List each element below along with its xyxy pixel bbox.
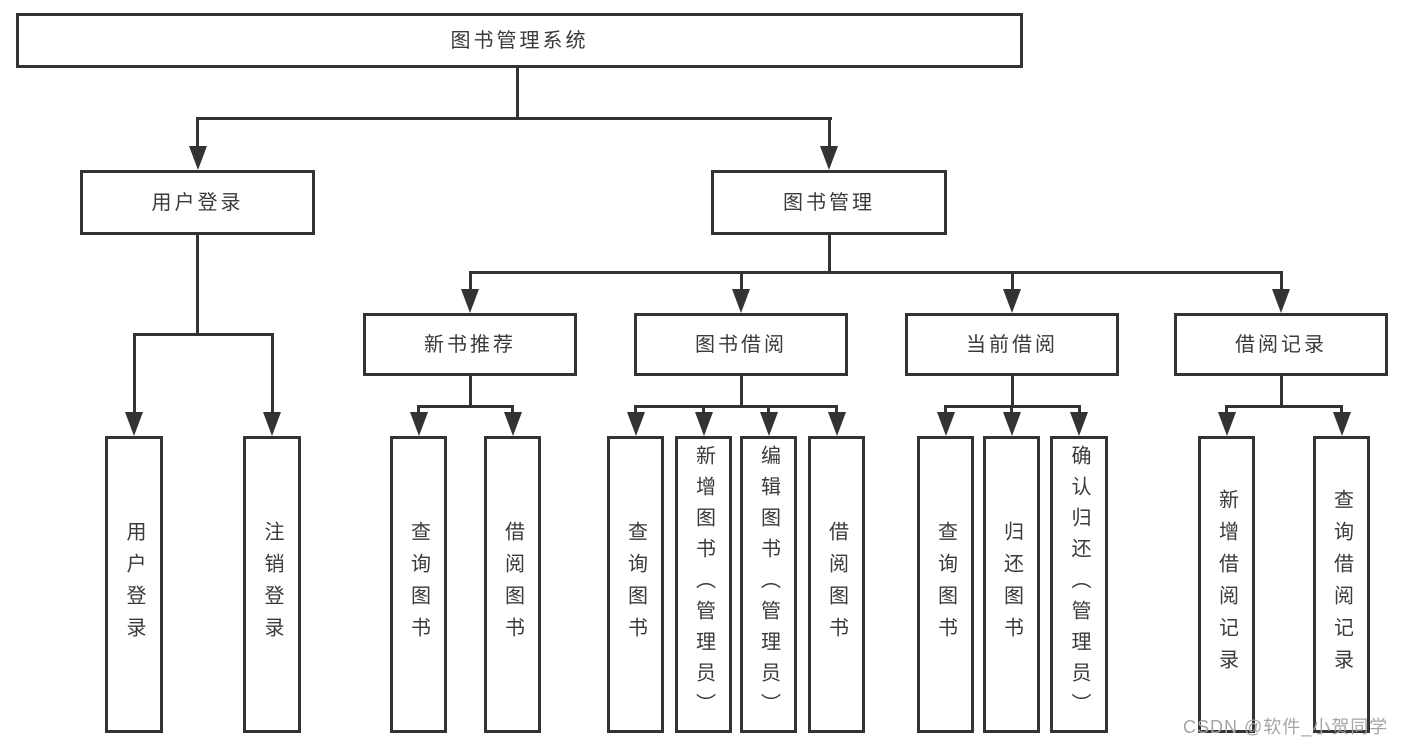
arrow-down-icon — [820, 146, 838, 170]
node-new-book-rec: 新书推荐 — [363, 313, 577, 376]
leaf-edit-book-label: 编辑图书（管理员） — [757, 445, 780, 724]
leaf-confirm-return-label: 确认归还（管理员） — [1068, 445, 1090, 724]
leaf-logout: 注销登录 — [243, 436, 301, 733]
arrow-down-icon — [1070, 412, 1088, 436]
watermark: CSDN @软件_小贺同学 — [1183, 717, 1389, 737]
arrow-down-icon — [504, 412, 522, 436]
node-borrow-records-label: 借阅记录 — [1235, 333, 1327, 356]
leaf-query-record: 查询借阅记录 — [1313, 436, 1370, 733]
leaf-user-login-label: 用户登录 — [123, 520, 145, 649]
connector-mgmt-arm-2 — [740, 271, 743, 295]
arrow-down-icon — [732, 289, 750, 313]
leaf-confirm-return: 确认归还（管理员） — [1050, 436, 1108, 733]
leaf-return-book: 归还图书 — [983, 436, 1040, 733]
node-current-borrow: 当前借阅 — [905, 313, 1119, 376]
connector-root-arm-right — [828, 117, 831, 151]
leaf-borrow-book-2: 借阅图书 — [808, 436, 865, 733]
arrow-down-icon — [410, 412, 428, 436]
leaf-logout-label: 注销登录 — [261, 520, 283, 649]
connector-mgmt-branch — [469, 271, 1283, 274]
node-book-borrow: 图书借阅 — [634, 313, 848, 376]
node-book-borrow-label: 图书借阅 — [695, 333, 787, 356]
connector-login-arm-1 — [133, 333, 136, 418]
connector-records-stub — [1280, 376, 1283, 407]
arrow-down-icon — [461, 289, 479, 313]
arrow-down-icon — [828, 412, 846, 436]
arrow-down-icon — [1272, 289, 1290, 313]
connector-login-stub — [196, 235, 199, 336]
node-book-mgmt-label: 图书管理 — [783, 191, 875, 214]
node-root-label: 图书管理系统 — [450, 29, 589, 52]
leaf-add-record: 新增借阅记录 — [1198, 436, 1255, 733]
leaf-add-book-label: 新增图书（管理员） — [692, 445, 715, 724]
leaf-query-book-1: 查询图书 — [390, 436, 447, 733]
leaf-edit-book: 编辑图书（管理员） — [740, 436, 797, 733]
arrow-down-icon — [1218, 412, 1236, 436]
leaf-query-book-3-label: 查询图书 — [934, 520, 957, 649]
leaf-query-book-2-label: 查询图书 — [624, 520, 647, 649]
arrow-down-icon — [695, 412, 713, 436]
leaf-add-record-label: 新增借阅记录 — [1215, 488, 1238, 681]
arrow-down-icon — [1003, 412, 1021, 436]
connector-mgmt-arm-1 — [469, 271, 472, 295]
node-user-login: 用户登录 — [80, 170, 315, 235]
connector-rec-stub — [469, 376, 472, 407]
node-book-mgmt: 图书管理 — [711, 170, 947, 235]
arrow-down-icon — [263, 412, 281, 436]
leaf-query-book-2: 查询图书 — [607, 436, 664, 733]
connector-rec-branch — [417, 405, 514, 408]
leaf-query-record-label: 查询借阅记录 — [1330, 488, 1353, 681]
leaf-query-book-1-label: 查询图书 — [407, 520, 430, 649]
arrow-down-icon — [189, 146, 207, 170]
leaf-query-book-3: 查询图书 — [917, 436, 974, 733]
leaf-add-book: 新增图书（管理员） — [675, 436, 732, 733]
connector-records-branch — [1225, 405, 1343, 408]
connector-login-arm-2 — [271, 333, 274, 418]
node-borrow-records: 借阅记录 — [1174, 313, 1388, 376]
connector-mgmt-arm-4 — [1280, 271, 1283, 295]
connector-root-branch — [196, 117, 832, 120]
leaf-borrow-book-2-label: 借阅图书 — [825, 520, 848, 649]
connector-mgmt-arm-3 — [1011, 271, 1014, 295]
leaf-return-book-label: 归还图书 — [1000, 520, 1023, 649]
leaf-borrow-book-1-label: 借阅图书 — [501, 520, 524, 649]
connector-login-branch — [133, 333, 274, 336]
arrow-down-icon — [1003, 289, 1021, 313]
node-current-borrow-label: 当前借阅 — [966, 333, 1058, 356]
leaf-user-login: 用户登录 — [105, 436, 163, 733]
connector-root-arm-left — [196, 117, 199, 151]
node-root: 图书管理系统 — [16, 13, 1023, 68]
arrow-down-icon — [627, 412, 645, 436]
connector-current-stub — [1011, 376, 1014, 407]
arrow-down-icon — [1333, 412, 1351, 436]
arrow-down-icon — [937, 412, 955, 436]
connector-borrow-stub — [740, 376, 743, 407]
connector-mgmt-stub — [828, 235, 831, 274]
leaf-borrow-book-1: 借阅图书 — [484, 436, 541, 733]
node-user-login-label: 用户登录 — [151, 191, 244, 214]
connector-root-stub — [516, 68, 519, 120]
node-new-book-rec-label: 新书推荐 — [424, 333, 516, 356]
arrow-down-icon — [125, 412, 143, 436]
arrow-down-icon — [760, 412, 778, 436]
connector-borrow-branch — [634, 405, 838, 408]
